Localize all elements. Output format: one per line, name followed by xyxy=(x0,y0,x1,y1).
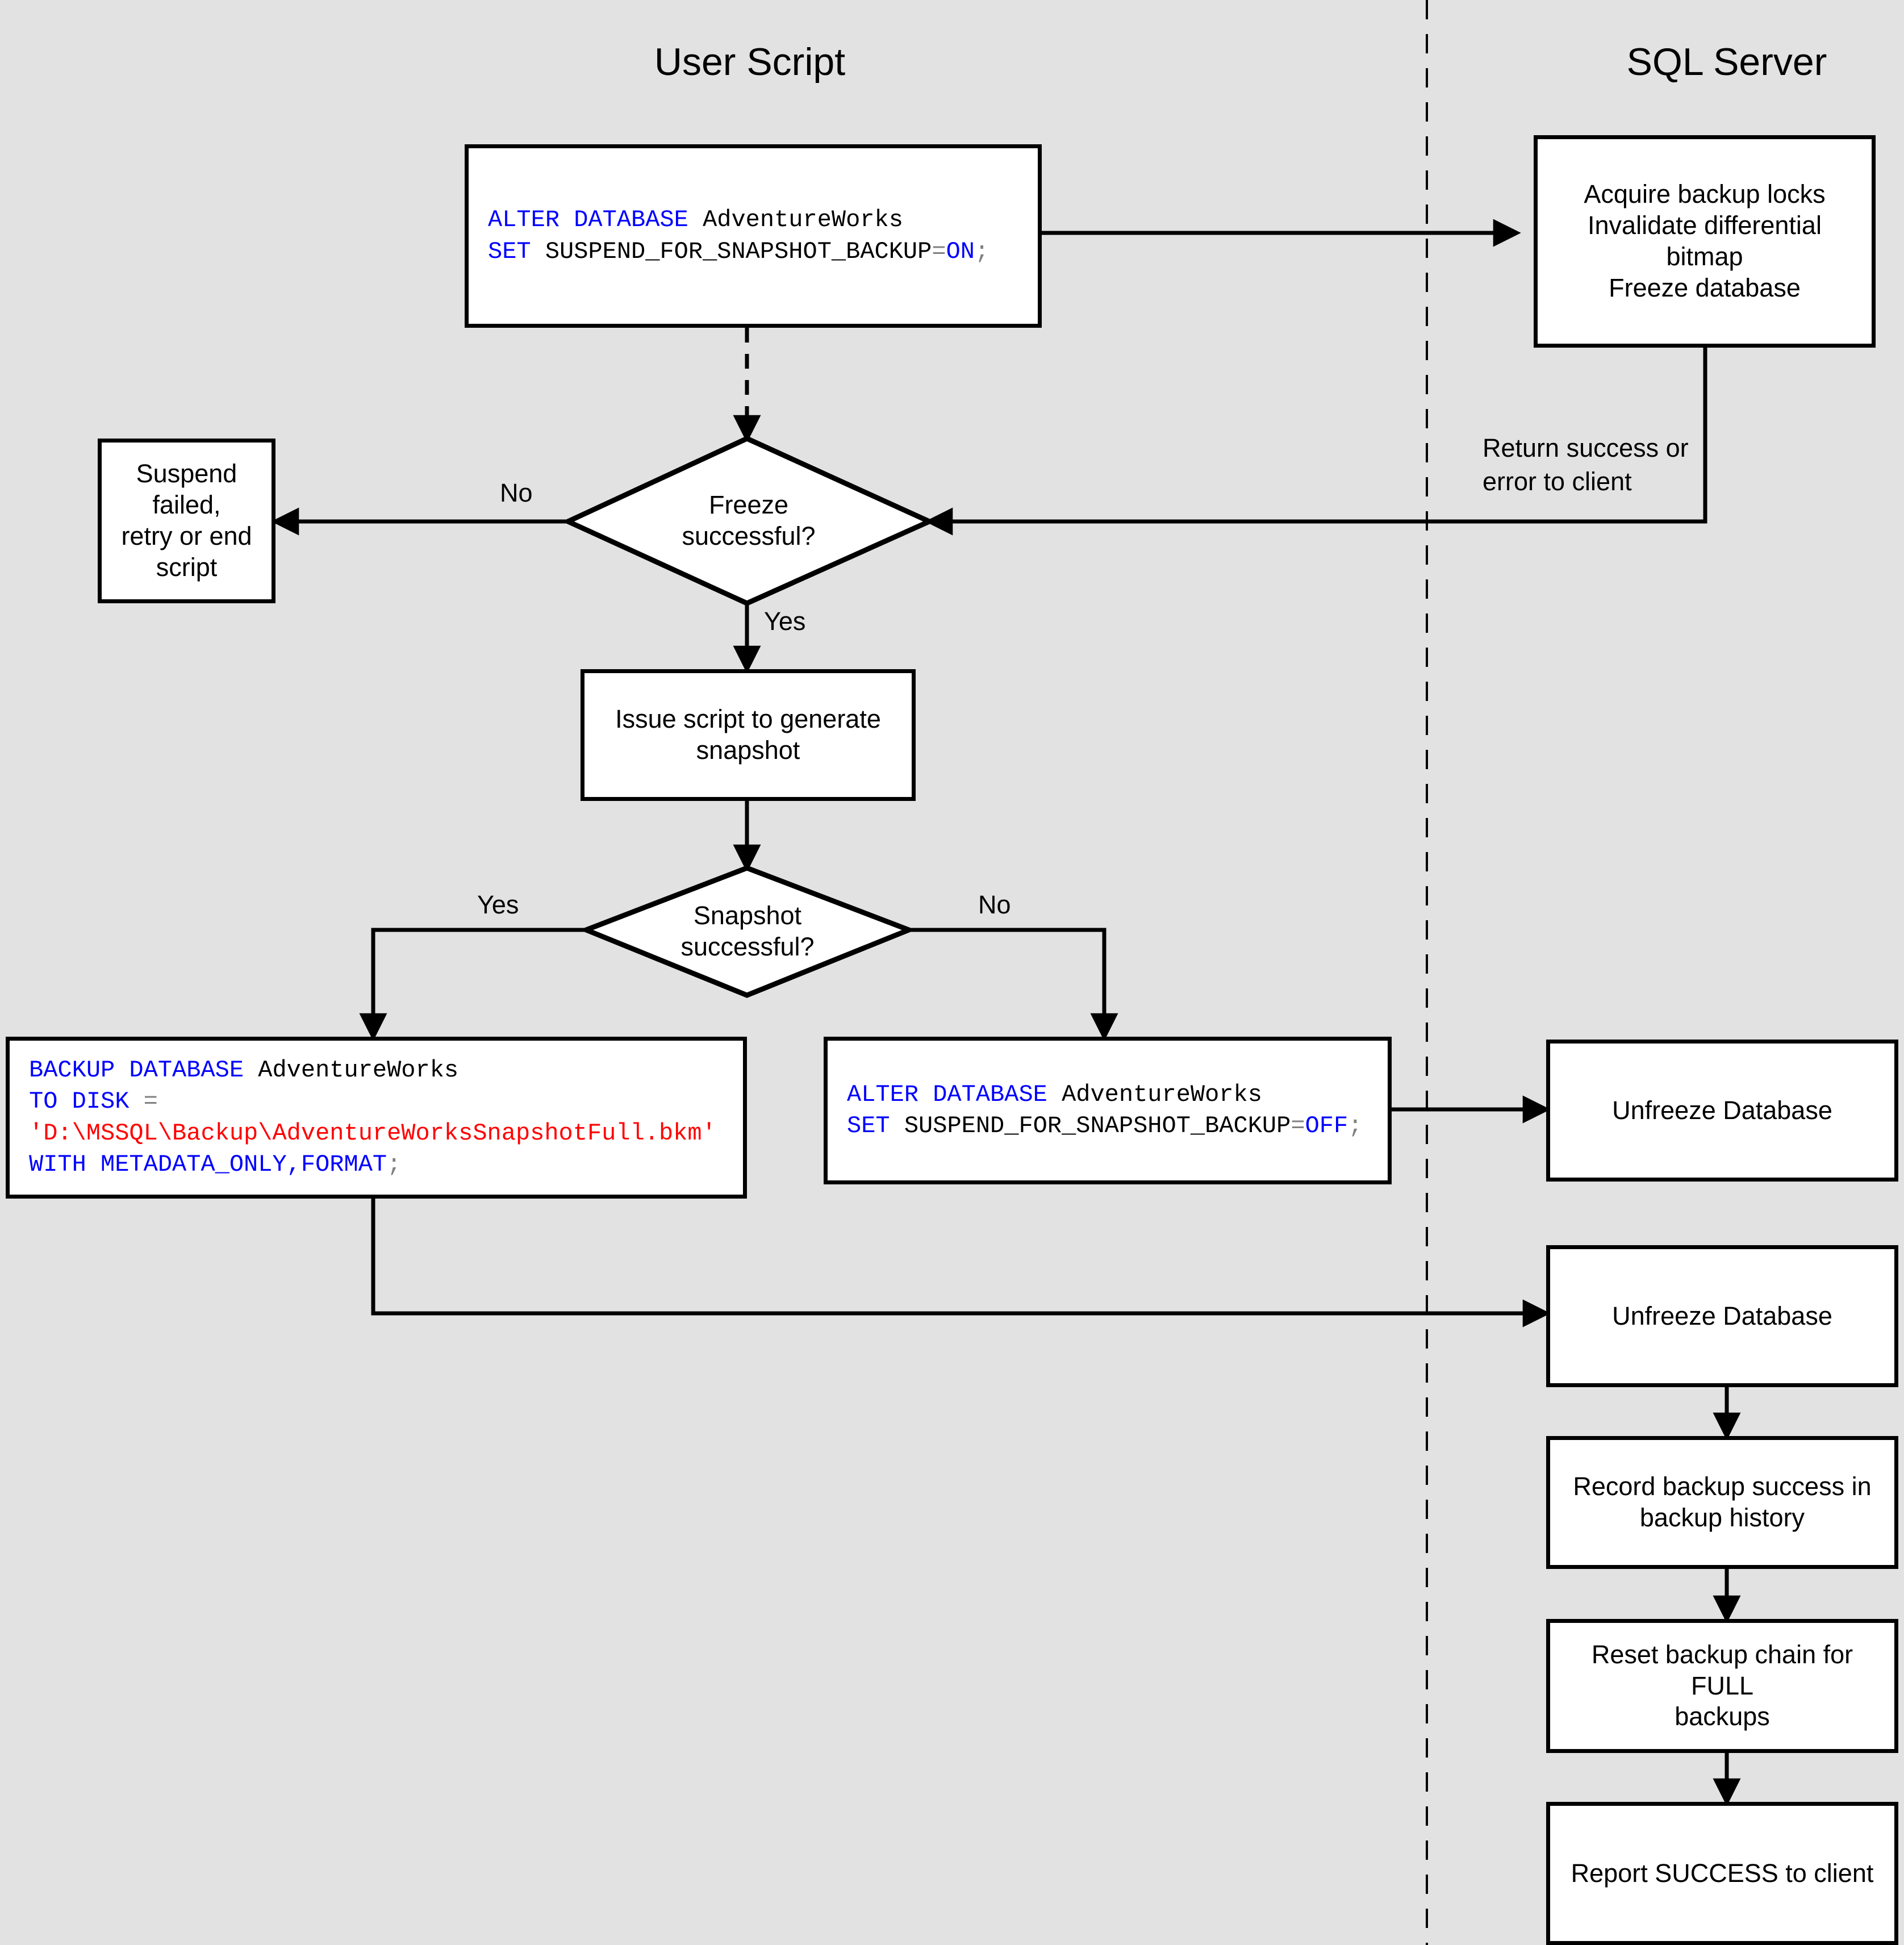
edge-label-snapshot-no: No xyxy=(978,890,1011,919)
lane-title-user-script: User Script xyxy=(654,40,846,84)
node-unfreeze-database-2[interactable]: Unfreeze Database xyxy=(1546,1245,1898,1387)
lane-title-sql-server: SQL Server xyxy=(1626,40,1827,84)
edge-label-freeze-no: No xyxy=(500,478,533,507)
edge-backup-to-unfreeze2 xyxy=(371,1199,1551,1328)
edge-label-snapshot-yes: Yes xyxy=(477,890,519,919)
node-alter-suspend-on[interactable]: ALTER DATABASE AdventureWorks SET SUSPEN… xyxy=(465,144,1042,328)
freeze-decision-shape xyxy=(562,436,936,606)
alter-on-code: ALTER DATABASE AdventureWorks SET SUSPEN… xyxy=(488,206,989,265)
unfreeze-database-2-label: Unfreeze Database xyxy=(1612,1301,1832,1330)
node-alter-suspend-off[interactable]: ALTER DATABASE AdventureWorks SET SUSPEN… xyxy=(824,1037,1392,1184)
node-suspend-failed[interactable]: Suspend failed,retry or end script xyxy=(98,439,275,603)
edge-acquire-to-freeze xyxy=(925,348,1707,536)
node-report-success[interactable]: Report SUCCESS to client xyxy=(1546,1802,1898,1945)
alter-off-code: ALTER DATABASE AdventureWorks SET SUSPEN… xyxy=(847,1080,1363,1140)
backup-database-code: BACKUP DATABASE AdventureWorks TO DISK =… xyxy=(29,1056,716,1178)
unfreeze-database-1-label: Unfreeze Database xyxy=(1612,1095,1832,1125)
report-success-label: Report SUCCESS to client xyxy=(1571,1858,1874,1888)
edge-snapshot-yes xyxy=(359,928,586,1041)
edge-snapshot-no xyxy=(909,928,1118,1041)
suspend-failed-label: Suspend failed,retry or end script xyxy=(121,459,252,582)
node-unfreeze-database-1[interactable]: Unfreeze Database xyxy=(1546,1040,1898,1182)
edge-label-freeze-yes: Yes xyxy=(764,607,806,636)
snapshot-decision-shape xyxy=(579,865,916,998)
node-backup-database[interactable]: BACKUP DATABASE AdventureWorks TO DISK =… xyxy=(6,1037,747,1199)
